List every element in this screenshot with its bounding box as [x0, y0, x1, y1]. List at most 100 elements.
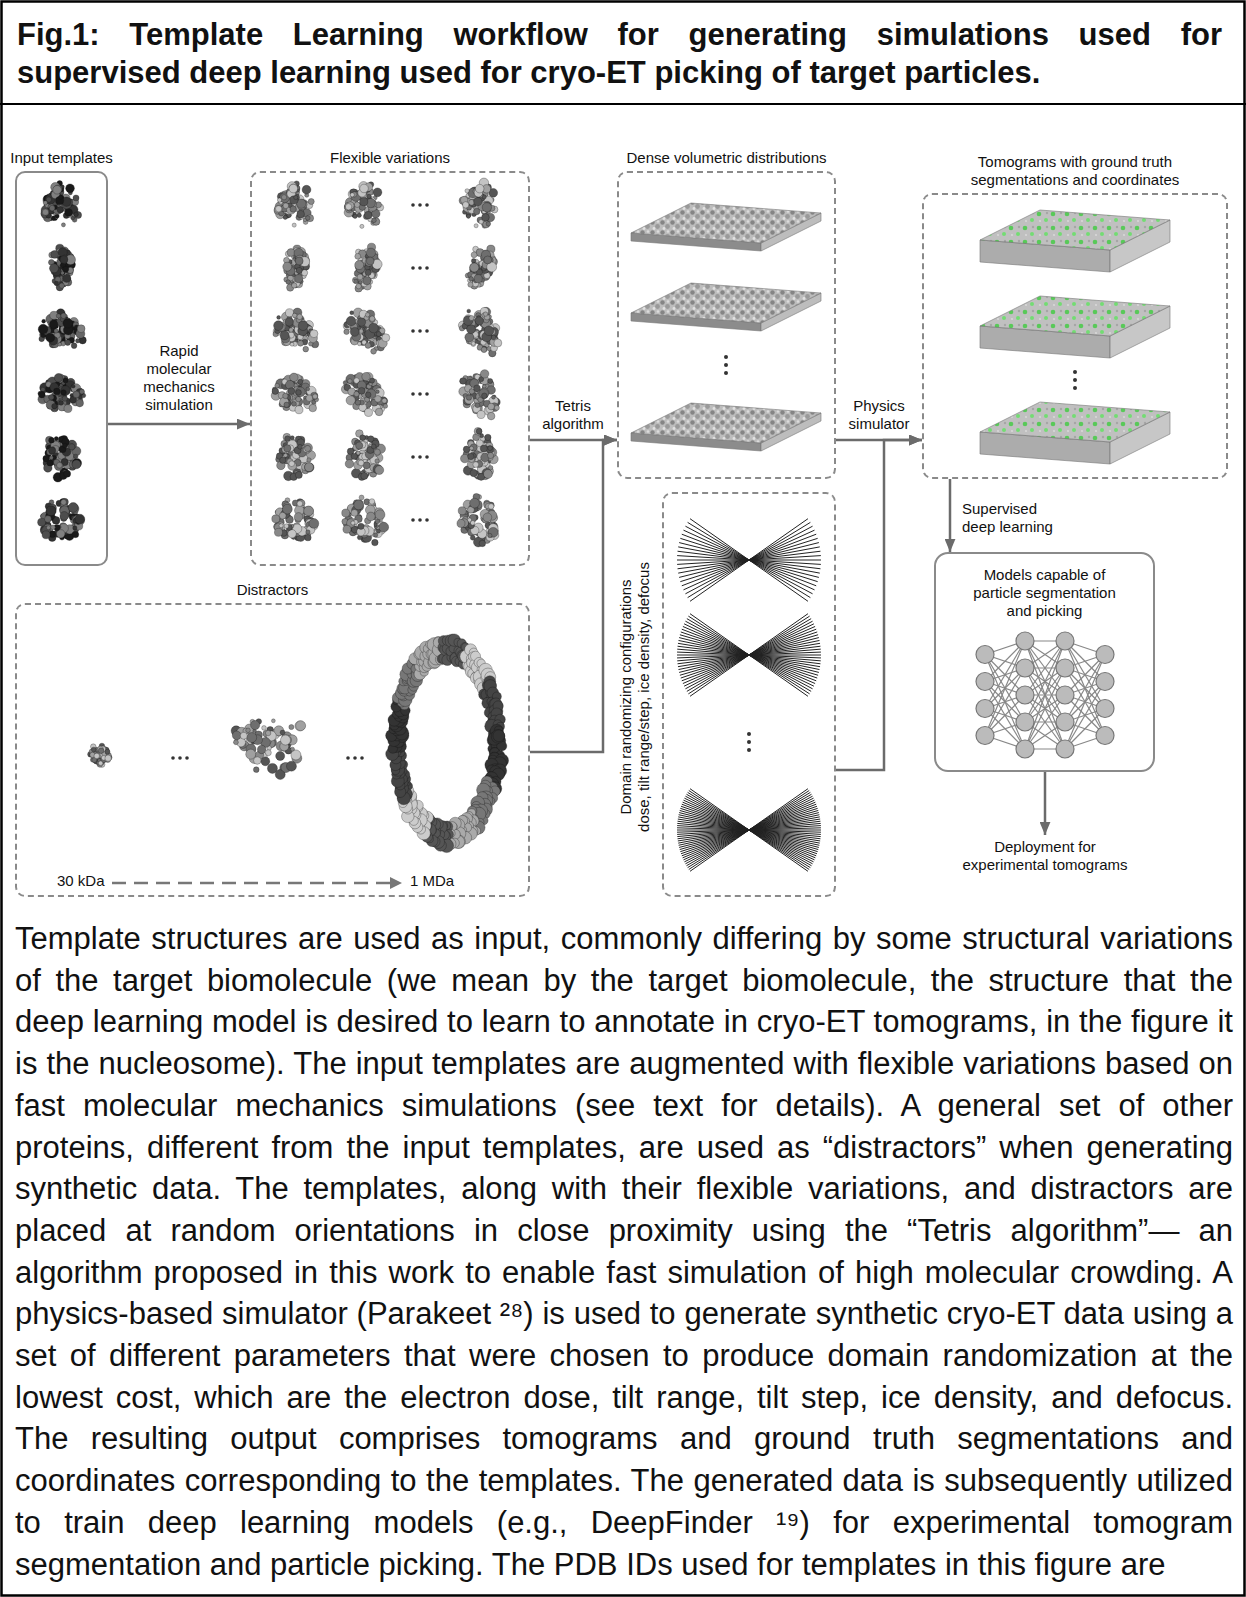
molecule	[342, 495, 389, 546]
atom	[64, 470, 71, 477]
atom	[63, 378, 68, 383]
atom	[292, 313, 296, 317]
atom	[488, 533, 492, 537]
molecule	[43, 435, 82, 482]
atom	[469, 315, 474, 320]
molecule	[283, 245, 310, 291]
atom	[469, 277, 474, 282]
molecule	[345, 430, 385, 481]
atom	[274, 528, 282, 536]
atom	[54, 437, 58, 441]
atom	[488, 403, 495, 410]
atom	[54, 329, 58, 333]
molecule	[48, 244, 75, 291]
atom	[365, 343, 371, 349]
atom	[304, 445, 310, 451]
atom	[292, 283, 297, 288]
atom	[277, 198, 281, 202]
ellipsis-dot	[418, 518, 422, 522]
atom	[475, 184, 484, 193]
atom	[289, 184, 297, 192]
atom	[466, 395, 471, 400]
atom	[343, 525, 351, 533]
atom	[291, 750, 301, 760]
atom	[353, 214, 357, 218]
atom	[342, 509, 350, 517]
atom	[73, 526, 77, 530]
slab-top	[631, 283, 821, 323]
atom	[488, 504, 494, 510]
atom	[358, 460, 364, 466]
atom	[288, 530, 296, 538]
atom	[298, 500, 305, 507]
atom	[365, 269, 371, 275]
atom	[286, 280, 290, 284]
atom	[46, 506, 56, 516]
atom	[63, 274, 71, 282]
atom	[480, 307, 488, 315]
atom	[479, 389, 489, 399]
atom	[302, 270, 308, 276]
atom	[309, 404, 317, 412]
atom	[290, 436, 294, 440]
atom	[292, 401, 297, 406]
atom	[473, 462, 479, 468]
atom	[295, 275, 303, 283]
atom	[274, 205, 281, 212]
atom	[357, 274, 363, 280]
atom	[42, 319, 46, 323]
atom	[371, 349, 377, 355]
atom	[49, 456, 53, 460]
atom	[355, 261, 364, 270]
atom	[480, 370, 488, 378]
atom	[354, 500, 364, 510]
slab-top	[980, 210, 1170, 250]
atom	[60, 256, 68, 264]
atom	[285, 318, 293, 326]
atom	[298, 321, 308, 331]
atom	[295, 406, 303, 414]
atom	[285, 436, 291, 442]
atom	[348, 379, 353, 384]
atom	[294, 195, 298, 199]
ellipsis-dot	[1073, 378, 1077, 382]
atom	[480, 445, 487, 452]
atom	[313, 394, 318, 399]
atom	[60, 512, 69, 521]
atom	[69, 444, 75, 450]
volume-slab	[631, 203, 821, 251]
ellipsis-dot	[418, 266, 422, 270]
slab-top	[980, 402, 1170, 442]
atom	[474, 385, 481, 392]
atom	[306, 387, 310, 391]
atom	[369, 323, 379, 333]
atom	[470, 535, 475, 540]
atom	[65, 340, 71, 346]
molecule	[273, 308, 319, 352]
atom	[280, 331, 289, 340]
atom	[72, 531, 78, 537]
atom	[262, 726, 267, 731]
atom	[470, 263, 479, 272]
atom	[276, 751, 285, 760]
atom	[297, 501, 303, 507]
atom	[466, 214, 470, 218]
molecule	[231, 719, 306, 780]
atom	[480, 434, 484, 438]
atom	[41, 208, 48, 215]
atom	[473, 208, 479, 214]
atom	[46, 526, 50, 530]
atom	[361, 472, 368, 479]
atom	[494, 405, 499, 410]
atom	[470, 498, 480, 508]
atom	[66, 184, 75, 193]
atom	[295, 721, 305, 731]
atom	[350, 327, 359, 336]
molecule	[457, 493, 499, 546]
atom	[362, 372, 370, 380]
atom	[69, 444, 75, 450]
atom	[360, 435, 366, 441]
atom	[298, 379, 303, 384]
atom	[279, 524, 283, 528]
